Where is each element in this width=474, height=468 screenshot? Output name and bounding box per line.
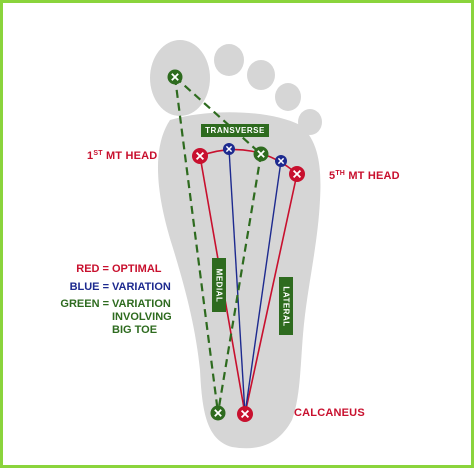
circle-x-icon — [210, 405, 226, 421]
lateral-label-text: LATERAL — [281, 285, 291, 327]
legend-value-blue: VARIATION — [112, 281, 171, 293]
green-lines — [173, 76, 263, 414]
transverse-label: TRANSVERSE — [201, 124, 269, 137]
lateral-label: LATERAL — [279, 277, 293, 335]
legend-row-green-2: INVOLVING — [112, 311, 172, 324]
foot-body — [157, 112, 321, 449]
blue-lines — [228, 148, 282, 415]
legend-row-blue: BLUE = VARIATION — [70, 281, 171, 294]
first-mt-head-text: MT HEAD — [102, 150, 158, 162]
first-mt-head-label: 1ST MT HEAD — [87, 150, 157, 162]
circle-x-icon — [275, 155, 287, 167]
first-mt-head-ordinal: ST — [93, 150, 103, 157]
circle-x-icon — [167, 69, 183, 85]
legend-value-green: VARIATION — [112, 298, 171, 310]
legend-key-red: RED = — [76, 263, 109, 275]
legend-value-green-3: BIG TOE — [112, 324, 158, 336]
second-toe — [214, 44, 244, 76]
blue-lateral-line — [244, 160, 282, 415]
circle-x-icon — [223, 143, 235, 155]
fifth-mt-head-label: 5TH MT HEAD — [329, 170, 400, 182]
transverse-label-text: TRANSVERSE — [205, 126, 265, 135]
circle-x-icon — [289, 166, 305, 182]
fourth-toe — [275, 83, 301, 111]
fifth-toe — [298, 109, 322, 135]
legend-value-red: OPTIMAL — [112, 263, 162, 275]
markers — [167, 69, 305, 422]
circle-x-icon — [253, 146, 269, 162]
medial-label: MEDIAL — [212, 258, 226, 312]
legend-value-green-2: INVOLVING — [112, 311, 172, 323]
fifth-mt-head-ordinal: TH — [335, 170, 346, 177]
red-transverse-arc — [199, 148, 298, 175]
calcaneus-label: CALCANEUS — [294, 407, 365, 419]
legend-row-green-3: BIG TOE — [112, 324, 157, 337]
circle-x-icon — [237, 406, 253, 422]
green-bigtoe-heel-line — [173, 76, 220, 414]
red-lateral-line — [244, 173, 298, 415]
foot-silhouette — [150, 40, 322, 449]
first-mt-head-number: 1 — [87, 150, 94, 162]
blue-medial-line — [228, 148, 246, 415]
green-lateral-line — [216, 153, 263, 414]
legend-key-green: GREEN = — [60, 298, 109, 310]
green-bigtoe-transverse-line — [174, 76, 262, 155]
third-toe — [247, 60, 275, 90]
fifth-mt-head-number: 5 — [329, 170, 336, 182]
circle-x-icon — [192, 148, 208, 164]
legend-key-blue: BLUE = — [69, 281, 109, 293]
legend-row-red: RED = OPTIMAL — [76, 263, 162, 276]
legend-row-green: GREEN = VARIATION — [60, 298, 171, 311]
fifth-mt-head-text: MT HEAD — [345, 170, 400, 182]
medial-label-text: MEDIAL — [214, 268, 224, 302]
